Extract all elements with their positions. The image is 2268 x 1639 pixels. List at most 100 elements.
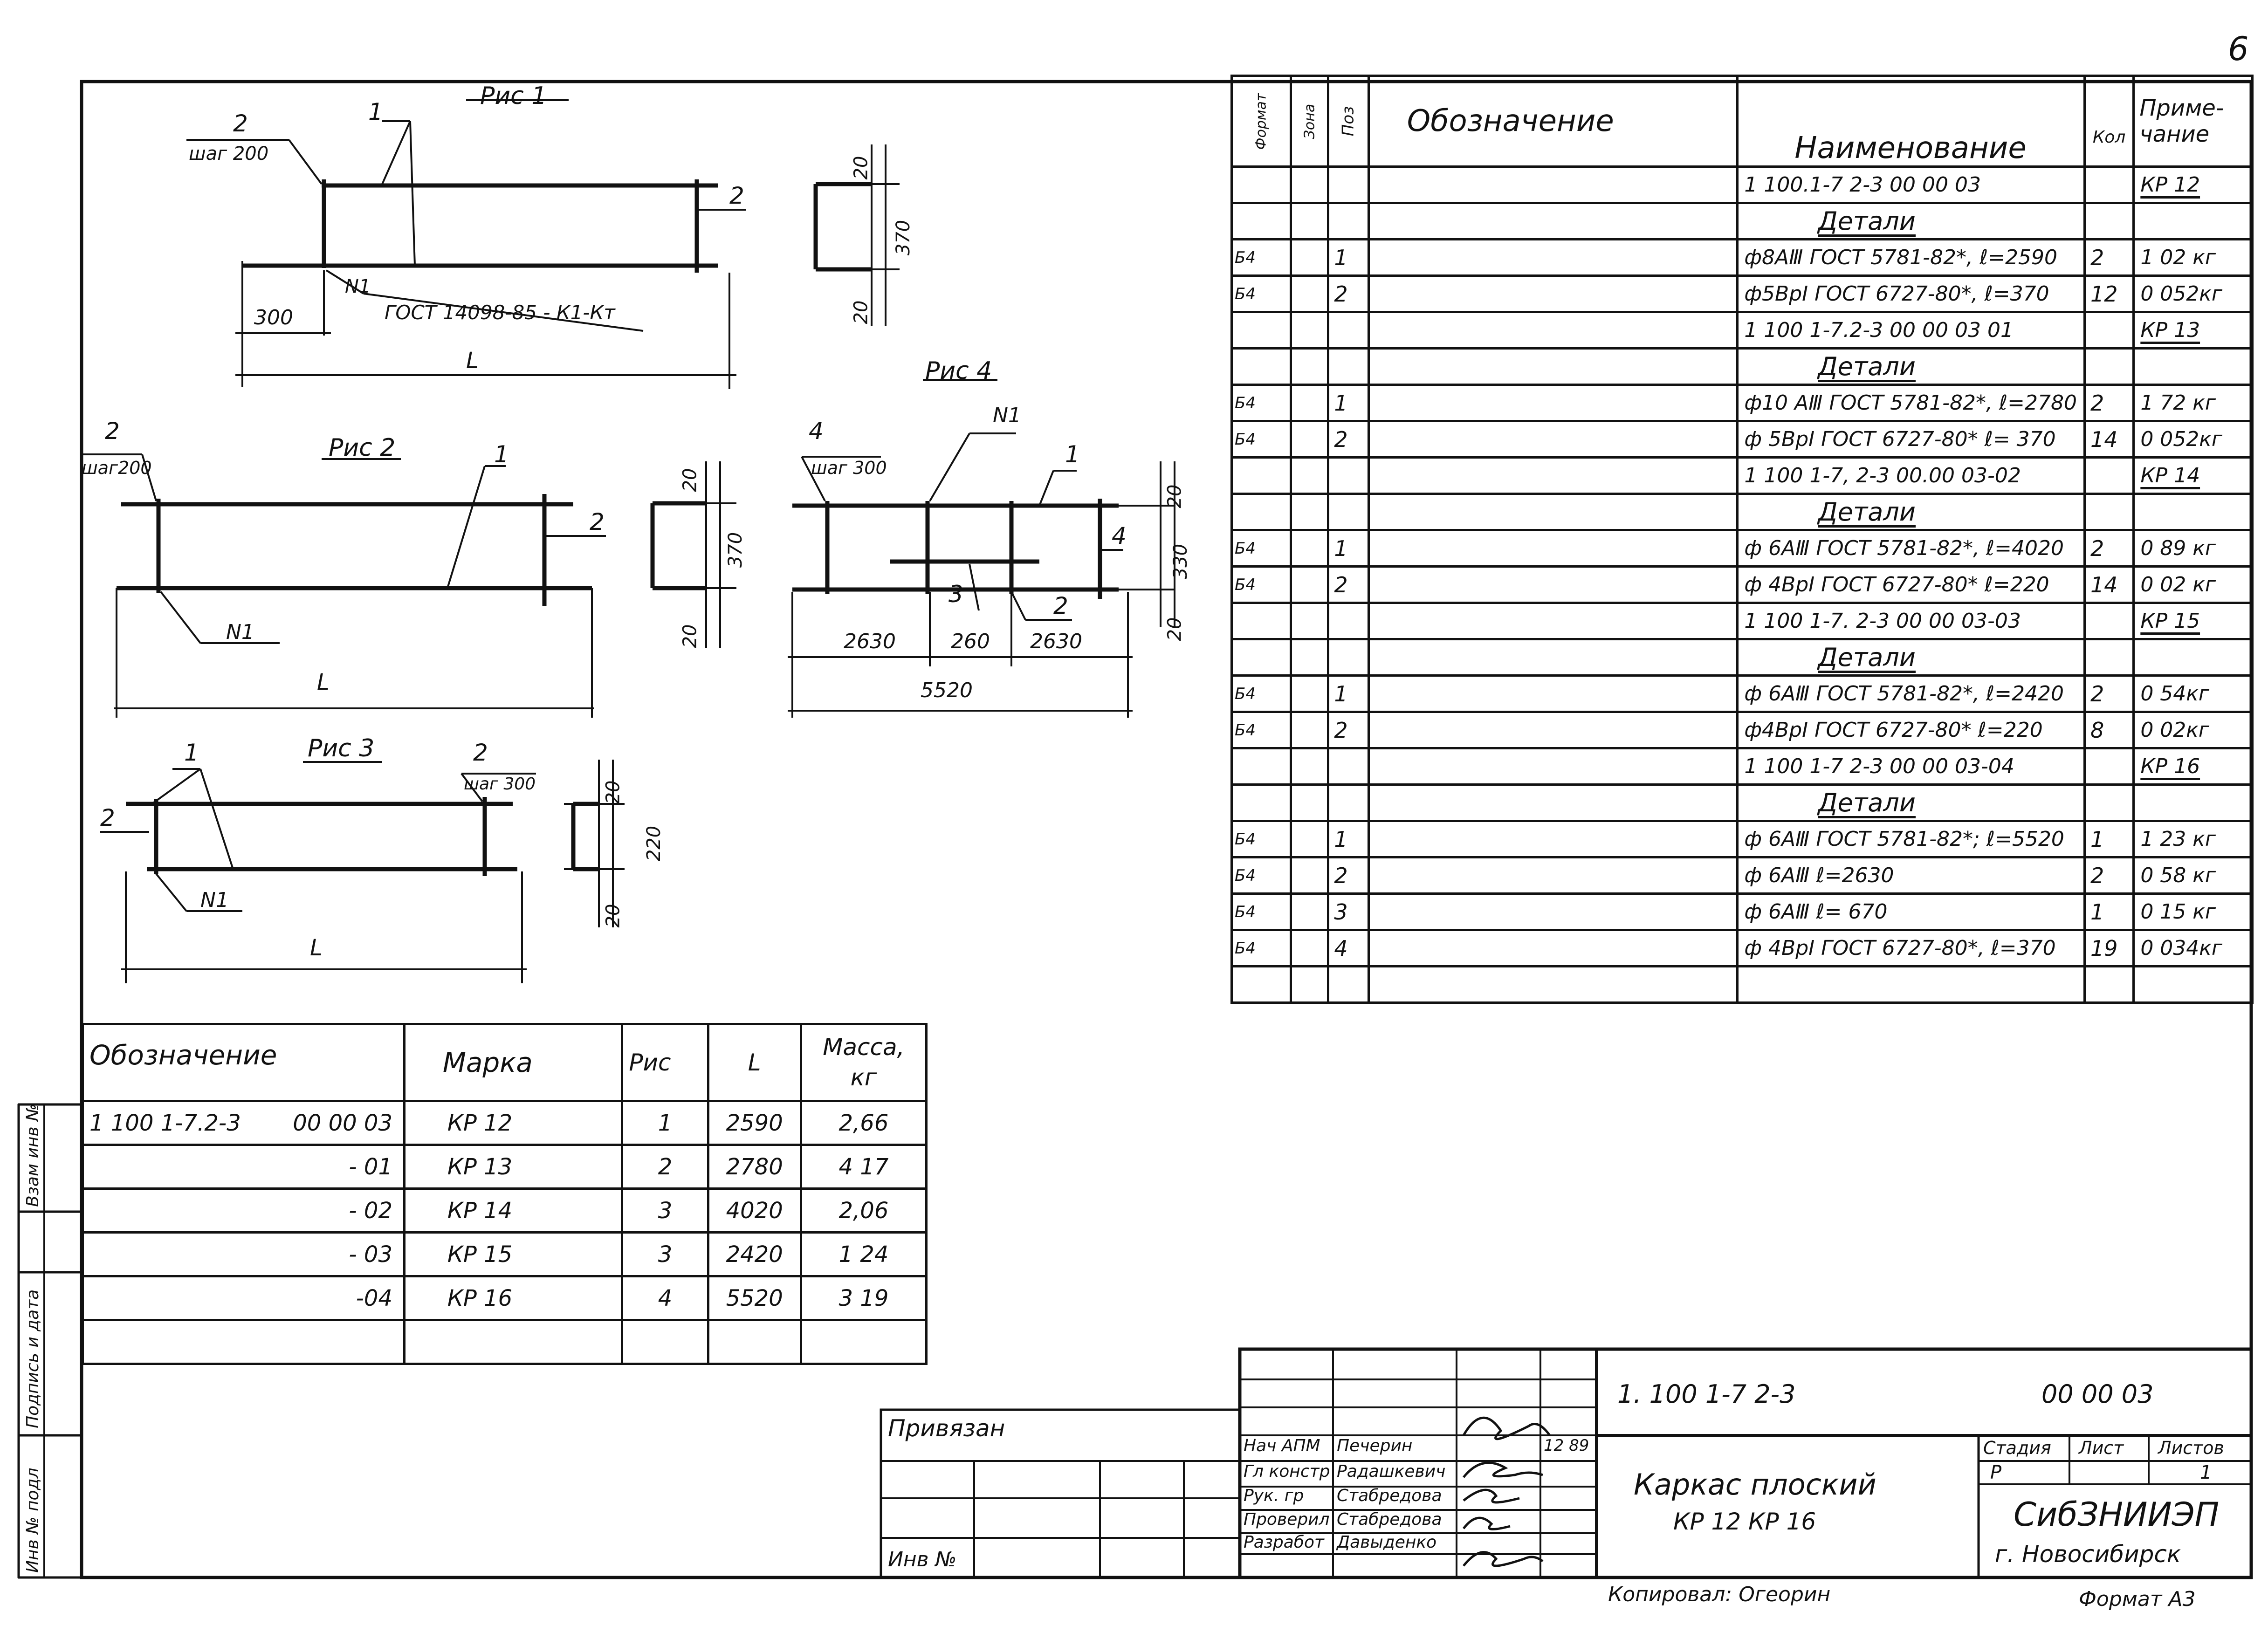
fig4-n1: N1: [993, 404, 1021, 427]
role-title: Проверил: [1244, 1510, 1330, 1529]
spec-cell-designation: [1367, 456, 1739, 495]
mass-cell-mark: КР 14: [403, 1187, 624, 1234]
spec-cell-qty: 1: [2083, 820, 2135, 858]
fig1-dim20a: 20: [850, 156, 872, 180]
spec-cell-designation: [1367, 965, 1739, 1004]
spec-cell-format: [1230, 638, 1292, 677]
spec-cell-zone: [1289, 892, 1330, 931]
spec-cell-qty: 2: [2083, 529, 2135, 568]
mass-designation-suffix: -04: [356, 1285, 392, 1311]
spec-cell-note: 0 052кг: [2132, 274, 2254, 313]
fig4-d5520: 5520: [921, 679, 973, 702]
mass-cell-len: [707, 1319, 802, 1365]
spec-cell-zone: [1289, 493, 1330, 531]
spec-cell-zone: [1289, 274, 1330, 313]
spec-cell-zone: [1289, 202, 1330, 240]
spec-cell-format: [1230, 493, 1292, 531]
spec-cell-format: [1230, 311, 1292, 350]
mass-cell-mass: 1 24: [799, 1231, 928, 1277]
spec-cell-name: 1 100 1-7.2-3 00 00 03 01: [1736, 311, 2086, 350]
doc-code-right: 00 00 03: [2041, 1379, 2154, 1409]
fig1-dim370: 370: [893, 219, 914, 256]
spec-cell-designation: [1367, 856, 1739, 895]
spec-cell-name: ф 6АⅢ ГОСТ 5781-82*; ℓ=5520: [1736, 820, 2086, 858]
mass-cell-mass: 2,66: [799, 1100, 928, 1146]
spec-cell-pos: 1: [1327, 384, 1370, 422]
spec-cell-format: Б4: [1230, 892, 1292, 931]
spec-cell-zone: [1289, 783, 1330, 822]
mass-header-row: Обозначение Марка Рис L Масса, кг: [82, 1023, 928, 1102]
spec-cell-qty: 19: [2083, 929, 2135, 967]
spec-cell-name: ф 6АⅢ ℓ=2630: [1736, 856, 2086, 895]
spec-row: Детали: [1230, 638, 2254, 677]
fig2-pos2b: 2: [590, 508, 605, 535]
spec-cell-pos: [1327, 965, 1370, 1004]
spec-cell-qty: [2083, 165, 2135, 204]
mass-cell-mass: 4 17: [799, 1144, 928, 1190]
spec-cell-format: [1230, 347, 1292, 386]
fig3-n1: N1: [200, 888, 229, 912]
spec-cell-name: 1 100 1-7 2-3 00 00 03-04: [1736, 747, 2086, 786]
spec-cell-name: Детали: [1736, 638, 2086, 677]
mass-col-designation: Обозначение: [82, 1023, 405, 1102]
fig4-pos2: 2: [1053, 592, 1068, 619]
spec-cell-note: КР 13: [2132, 311, 2254, 350]
role-person: Печерин: [1337, 1436, 1413, 1455]
spec-col-designation: Обозначение: [1367, 75, 1739, 168]
spec-row: Детали: [1230, 493, 2254, 531]
spec-col-pos: Поз: [1339, 106, 1358, 137]
mass-cell-fig: 3: [621, 1187, 709, 1234]
spec-cell-zone: [1289, 674, 1330, 713]
spec-row: 1 100 1-7.2-3 00 00 03 01 КР 13: [1230, 311, 2254, 350]
mass-cell-mass: 2,06: [799, 1187, 928, 1234]
spec-cell-pos: [1327, 311, 1370, 350]
fig4-title: Рис 4: [925, 357, 992, 385]
spec-cell-note: 1 23 кг: [2132, 820, 2254, 858]
mass-col-fig: Рис: [621, 1023, 709, 1102]
role-title: Гл констр: [1244, 1462, 1330, 1481]
spec-cell-note: 0 034кг: [2132, 929, 2254, 967]
spec-cell-name: Детали: [1736, 783, 2086, 822]
mass-cell-mass: 3 19: [799, 1275, 928, 1321]
spec-row: Детали: [1230, 202, 2254, 240]
mass-cell-designation: - 02: [82, 1187, 405, 1234]
spec-cell-designation: [1367, 420, 1739, 459]
sheet-label: Лист: [2079, 1438, 2124, 1458]
mass-table: Обозначение Марка Рис L Масса, кг 1 100 …: [82, 1023, 928, 1365]
spec-cell-note: КР 14: [2132, 456, 2254, 495]
spec-cell-qty: 1: [2083, 892, 2135, 931]
spec-cell-qty: [2083, 783, 2135, 822]
spec-row: Детали: [1230, 783, 2254, 822]
spec-cell-name: ф 6АⅢ ГОСТ 5781-82*, ℓ=2420: [1736, 674, 2086, 713]
fig2-pos2: 2: [105, 418, 120, 445]
mass-cell-len: 2420: [707, 1231, 802, 1277]
fig1-gost: ГОСТ 14098-85 - К1-Кт: [385, 301, 615, 324]
doc-code-left: 1. 100 1-7 2-3: [1617, 1379, 1796, 1409]
mass-col-mark: Марка: [403, 1023, 624, 1102]
spec-cell-format: Б4: [1230, 274, 1292, 313]
spec-cell-pos: [1327, 493, 1370, 531]
fig1-title: Рис 1: [480, 82, 547, 110]
spec-cell-pos: 1: [1327, 529, 1370, 568]
mass-col-len: L: [707, 1023, 802, 1102]
fig3-len: L: [310, 935, 323, 961]
spec-cell-pos: [1327, 202, 1370, 240]
spec-cell-name: ф 5ВрI ГОСТ 6727-80* ℓ= 370: [1736, 420, 2086, 459]
spec-cell-format: Б4: [1230, 420, 1292, 459]
spec-cell-note: 1 72 кг: [2132, 384, 2254, 422]
spec-cell-qty: 14: [2083, 565, 2135, 604]
spec-cell-name: ф 4ВрI ГОСТ 6727-80*, ℓ=370: [1736, 929, 2086, 967]
fig1-n1: N1: [345, 276, 371, 297]
spec-cell-pos: [1327, 638, 1370, 677]
sheet-number: 6: [2228, 30, 2249, 68]
mass-cell-len: 2780: [707, 1144, 802, 1190]
spec-cell-format: [1230, 202, 1292, 240]
drawing-title-line1: Каркас плоский: [1634, 1468, 1876, 1502]
spec-cell-zone: [1289, 711, 1330, 749]
